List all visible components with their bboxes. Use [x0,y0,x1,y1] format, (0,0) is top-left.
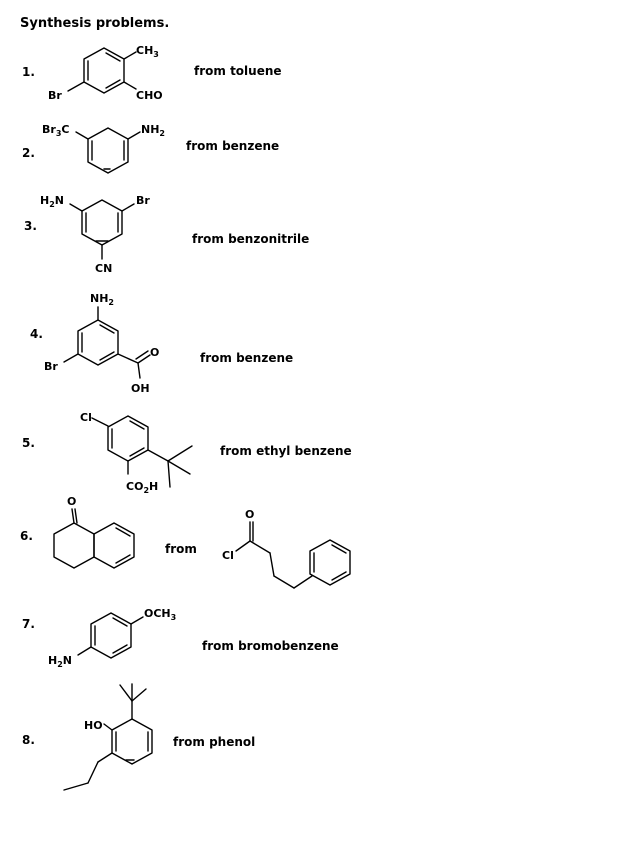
ho-label: HO [84,719,103,732]
ch3-label: CH3 [136,44,159,59]
problem-number: 3. [24,219,37,233]
problem-3: 3. H2N Br CN from benzonitrile [24,194,309,275]
problem-number: 1. [22,65,35,79]
structure-6-target [53,508,135,569]
nh2-label: NH2 [141,123,165,138]
nh2-label: NH2 [90,292,114,307]
oh-label: OH [131,382,150,395]
structure-7 [77,612,144,659]
h2n-label: H2N [40,194,64,209]
structure-3 [69,199,135,260]
structure-8 [63,683,153,791]
problem-7: 7. OCH3 H2N from bromobenzene [22,607,339,669]
carbonyl-o-label: O [150,346,159,359]
problem-1: 1. CH3 CHO Br from toluene [22,44,282,102]
h2n-label: H2N [48,654,72,669]
problem-5: 5. Cl CO2H from ethyl benzene [22,411,352,495]
from-label: from benzene [200,351,293,365]
structure-4 [63,306,151,379]
problem-6: 6. O from O Cl [20,495,351,589]
acyl-o-label: O [245,508,254,521]
br-label: Br [136,194,150,207]
from-label: from phenol [173,735,255,749]
problem-number: 8. [22,733,35,747]
br-label: Br [48,89,62,102]
from-label: from [165,542,197,556]
cho-label: CHO [136,89,163,102]
problem-number: 2. [22,146,35,160]
problem-number: 4. [30,327,43,341]
problem-2: 2. Br3C NH2 from benzene [22,123,279,174]
cl-label: Cl [80,411,92,424]
from-label: from toluene [194,64,282,78]
from-label: from benzene [186,139,279,153]
structure-2 [75,127,141,174]
cbr3-label: Br3C [42,123,69,138]
page-title: Synthesis problems. [20,16,169,31]
br-label: Br [44,360,58,373]
cn-label: CN [95,262,112,275]
structure-1 [67,47,137,94]
from-label: from benzonitrile [192,232,309,246]
problem-number: 6. [20,529,33,543]
ketone-o-label: O [67,495,76,508]
problem-number: 5. [22,436,35,450]
co2h-label: CO2H [126,480,158,495]
problem-number: 7. [22,617,35,631]
cl-label: Cl [222,549,234,562]
structure-5 [91,415,193,488]
from-label: from bromobenzene [202,639,339,653]
structure-6-start [235,521,351,589]
problem-4: 4. NH2 Br O OH from benzene [30,292,293,395]
from-label: from ethyl benzene [220,444,352,458]
problem-8: 8. HO from phenol [22,683,255,791]
och3-label: OCH3 [144,607,176,622]
